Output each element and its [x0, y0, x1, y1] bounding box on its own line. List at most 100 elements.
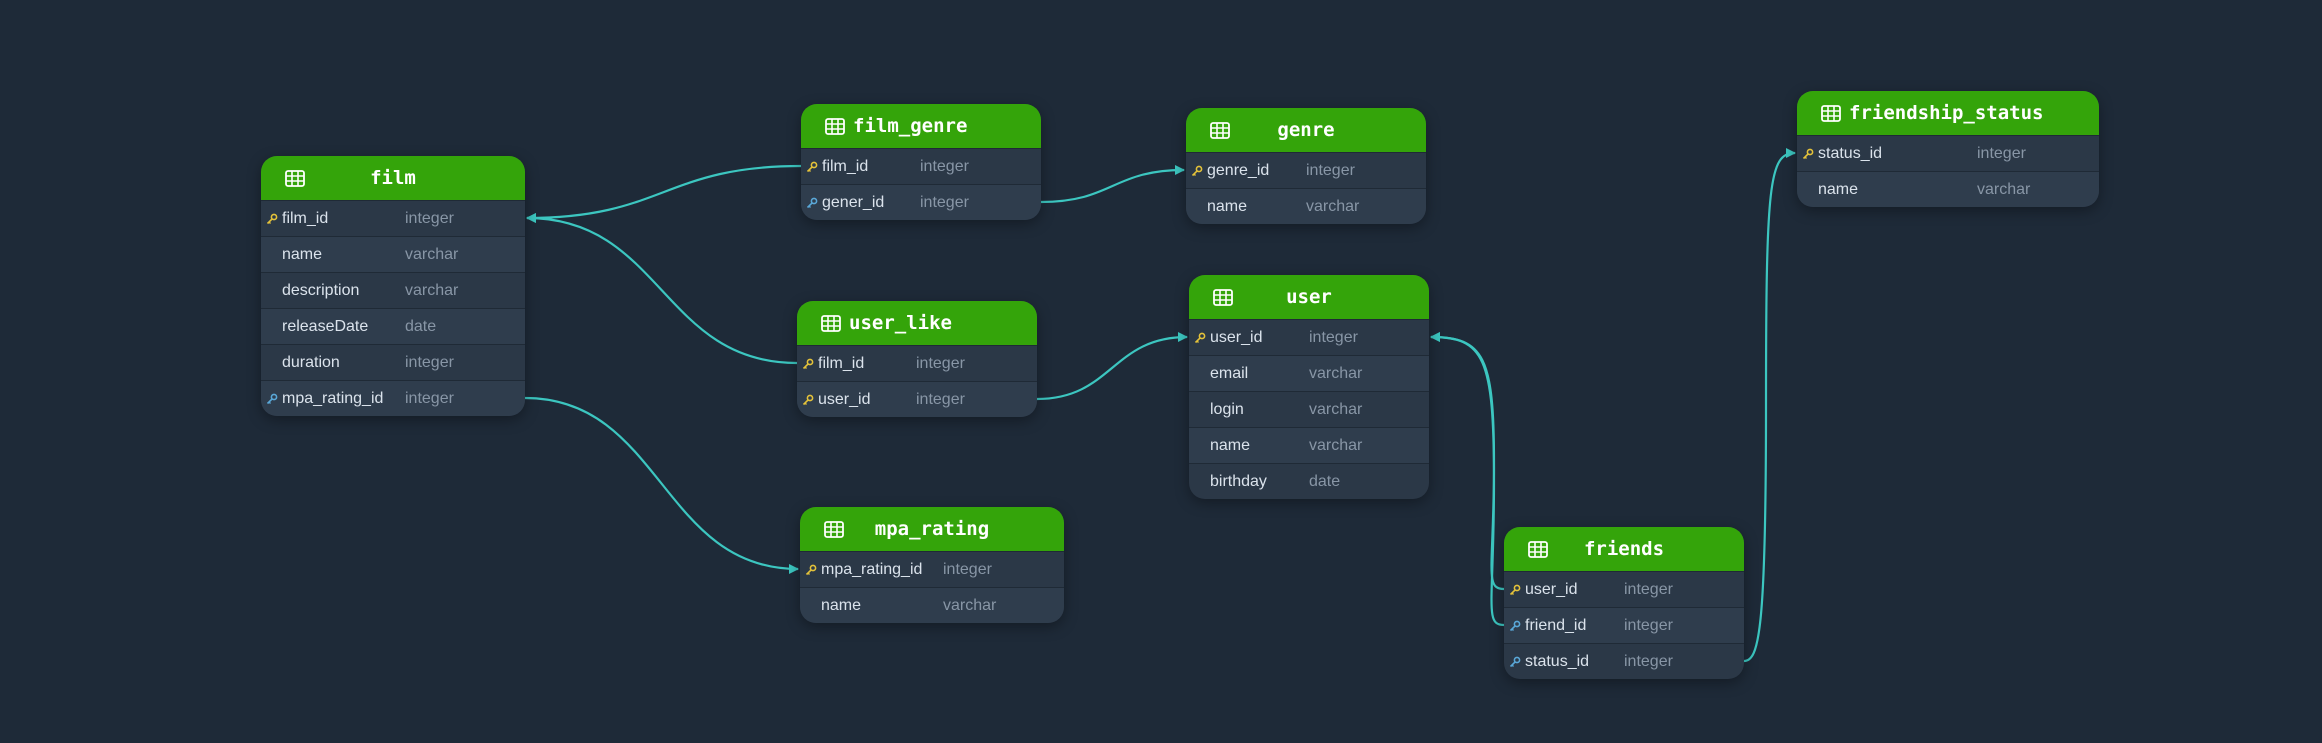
column-name: birthday — [1210, 472, 1267, 490]
column-row[interactable]: birthday date — [1189, 463, 1429, 499]
column-name: name — [1210, 436, 1251, 454]
column-name: status_id — [1525, 652, 1590, 670]
column-name: status_id — [1818, 144, 1883, 162]
relation-edge[interactable] — [526, 164, 802, 223]
table-header[interactable]: user_like — [797, 301, 1037, 345]
column-type: integer — [405, 209, 454, 227]
primary-key-icon — [1509, 583, 1521, 596]
column-type: date — [1309, 472, 1341, 490]
column-row[interactable]: friend_id integer — [1504, 607, 1744, 643]
column-row[interactable]: description varchar — [261, 272, 525, 308]
table-icon — [1213, 289, 1233, 306]
column-name: description — [282, 281, 360, 299]
column-row[interactable]: name varchar — [1186, 188, 1426, 224]
relation-edge[interactable] — [1040, 165, 1185, 204]
column-name: email — [1210, 364, 1249, 382]
table-icon — [821, 315, 841, 332]
table-header[interactable]: film — [261, 156, 525, 200]
column-row[interactable]: film_id integer — [797, 345, 1037, 381]
column-type: date — [405, 317, 437, 335]
table-header[interactable]: friends — [1504, 527, 1744, 571]
relation-edge[interactable] — [1430, 332, 1505, 591]
table-genre[interactable]: genre genre_id integer name varchar — [1186, 108, 1426, 224]
column-name: duration — [282, 353, 340, 371]
table-icon — [285, 170, 305, 187]
column-row[interactable]: film_id integer — [261, 200, 525, 236]
column-type: integer — [916, 354, 965, 372]
column-type: integer — [916, 390, 965, 408]
table-icon — [824, 521, 844, 538]
column-type: integer — [1624, 580, 1673, 598]
column-type: integer — [1306, 161, 1355, 179]
table-header[interactable]: user — [1189, 275, 1429, 319]
column-type: varchar — [1306, 197, 1360, 215]
primary-key-icon — [266, 212, 278, 225]
table-title: mpa_rating — [874, 518, 990, 540]
table-title: user_like — [849, 312, 952, 334]
column-row[interactable]: email varchar — [1189, 355, 1429, 391]
table-header[interactable]: genre — [1186, 108, 1426, 152]
table-icon — [1528, 541, 1548, 558]
table-title: film_genre — [853, 115, 968, 137]
column-row[interactable]: user_id integer — [797, 381, 1037, 417]
column-row[interactable]: user_id integer — [1189, 319, 1429, 355]
table-header[interactable]: friendship_status — [1797, 91, 2099, 135]
column-type: integer — [943, 560, 992, 578]
column-type: varchar — [1309, 364, 1363, 382]
column-name: user_id — [1210, 328, 1263, 346]
table-title: friends — [1583, 538, 1665, 560]
column-name: mpa_rating_id — [282, 389, 384, 407]
column-name: name — [1207, 197, 1248, 215]
primary-key-icon — [806, 160, 818, 173]
column-name: film_id — [282, 209, 329, 227]
foreign-key-icon — [266, 392, 278, 405]
relation-edge[interactable] — [1743, 148, 1796, 663]
relation-edge[interactable] — [524, 396, 799, 574]
table-header[interactable]: film_genre — [801, 104, 1041, 148]
column-type: integer — [1624, 616, 1673, 634]
column-type: integer — [920, 193, 969, 211]
relation-edge[interactable] — [1036, 332, 1188, 401]
table-icon — [825, 118, 845, 135]
relation-edge[interactable] — [1430, 332, 1505, 627]
column-type: integer — [920, 157, 969, 175]
relation-edge[interactable] — [526, 213, 798, 365]
table-header[interactable]: mpa_rating — [800, 507, 1064, 551]
column-name: film_id — [818, 354, 865, 372]
column-name: genre_id — [1207, 161, 1270, 179]
column-name: name — [821, 596, 862, 614]
column-name: user_id — [818, 390, 871, 408]
primary-key-icon — [1194, 331, 1206, 344]
primary-key-icon — [802, 393, 814, 406]
column-type: varchar — [1977, 180, 2031, 198]
column-name: friend_id — [1525, 616, 1587, 634]
column-row[interactable]: genre_id integer — [1186, 152, 1426, 188]
table-icon — [1821, 105, 1841, 122]
column-type: integer — [1309, 328, 1358, 346]
table-title: film — [370, 167, 416, 189]
column-type: varchar — [405, 281, 459, 299]
column-type: varchar — [405, 245, 459, 263]
